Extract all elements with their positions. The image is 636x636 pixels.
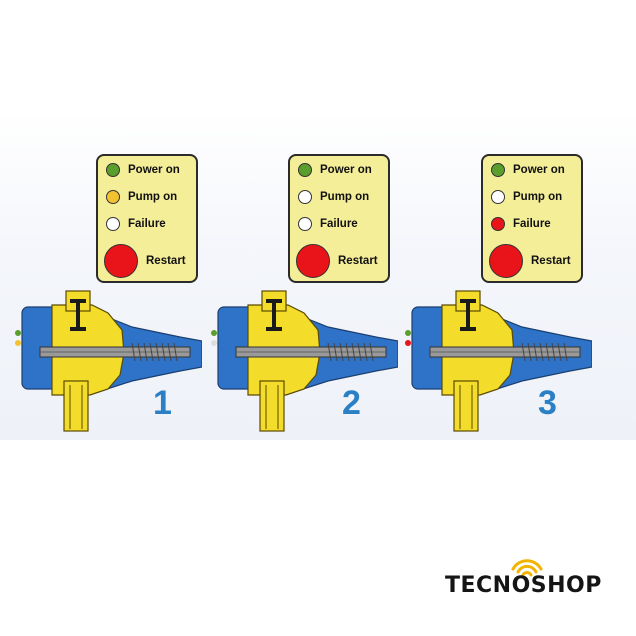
spring-coil [149,342,154,362]
pump-on-led [106,190,120,204]
indicator-row-pump-on: Pump on [298,190,369,204]
spring-coil [137,342,142,362]
spring-coil [351,342,356,362]
pump-on-led [298,190,312,204]
indicator-label: Pump on [320,191,370,203]
pressure-switch-diagram-3 [405,290,592,432]
indicator-row-power-on: Power on [491,163,565,177]
spring-coil [173,342,178,362]
failure-led [491,217,505,231]
power-on-led [491,163,505,177]
side-led [15,330,21,336]
tecnoshop-logo: TECNOSHOP [445,555,605,605]
indicator-row-power-on: Power on [106,163,180,177]
indicator-row-restart: Restart [489,244,571,278]
spring-coil [521,342,526,362]
indicator-row-pump-on: Pump on [491,190,562,204]
valve-disc [70,327,86,331]
wifi-signal-icon [511,559,543,577]
spring-coil [143,342,148,362]
side-led [211,340,217,346]
spring-coil [563,342,568,362]
pressure-switch-diagram-2 [211,290,398,432]
indicator-label: Failure [513,218,551,230]
spring-coil [167,342,172,362]
spring-coil [369,342,374,362]
power-on-led [298,163,312,177]
indicator-row-failure: Failure [106,217,166,231]
valve-disc [460,327,476,331]
indicator-row-failure: Failure [491,217,551,231]
indicator-label: Failure [320,218,358,230]
indicator-label: Pump on [128,191,178,203]
indicator-row-pump-on: Pump on [106,190,177,204]
spring-coil [357,342,362,362]
restart-button[interactable] [104,244,138,278]
side-led [405,340,411,346]
valve-stem [76,301,80,329]
indicator-label: Restart [531,255,571,267]
indicator-label: Power on [320,164,372,176]
side-led [405,330,411,336]
indicator-row-power-on: Power on [298,163,372,177]
power-on-led [106,163,120,177]
pressure-switch-diagram-1 [15,290,202,432]
indicator-label: Restart [146,255,186,267]
spring-coil [545,342,550,362]
state-number-1: 1 [153,384,172,422]
spring-coil [539,342,544,362]
spring-coil [551,342,556,362]
pump-on-led [491,190,505,204]
spring-coil [527,342,532,362]
indicator-row-failure: Failure [298,217,358,231]
spring-coil [155,342,160,362]
indicator-row-restart: Restart [296,244,378,278]
bottom-outlet [259,380,285,432]
indicator-label: Restart [338,255,378,267]
failure-led [106,217,120,231]
indicator-row-restart: Restart [104,244,186,278]
bottom-outlet [453,380,479,432]
spring-coil [363,342,368,362]
state-number-3: 3 [538,384,557,422]
switch-body [405,290,592,432]
valve-stem [466,301,470,329]
side-led [15,340,21,346]
spring-coil [339,342,344,362]
spring-coil [533,342,538,362]
indicator-panel-3: Power on Pump on Failure Restart [481,154,583,283]
indicator-panel-1: Power on Pump on Failure Restart [96,154,198,283]
failure-led [298,217,312,231]
valve-stem [272,301,276,329]
indicator-label: Pump on [513,191,563,203]
valve-disc [266,327,282,331]
spring-coil [327,342,332,362]
restart-button[interactable] [296,244,330,278]
indicator-panel-2: Power on Pump on Failure Restart [288,154,390,283]
spring-coil [131,342,136,362]
switch-body [15,290,202,432]
brand-name: TECNOSHOP [445,573,602,598]
restart-button[interactable] [489,244,523,278]
indicator-label: Power on [513,164,565,176]
side-led [211,330,217,336]
spring-coil [557,342,562,362]
switch-body [211,290,398,432]
indicator-label: Power on [128,164,180,176]
indicator-label: Failure [128,218,166,230]
spring-coil [161,342,166,362]
state-number-2: 2 [342,384,361,422]
spring-coil [333,342,338,362]
spring-coil [345,342,350,362]
bottom-outlet [63,380,89,432]
